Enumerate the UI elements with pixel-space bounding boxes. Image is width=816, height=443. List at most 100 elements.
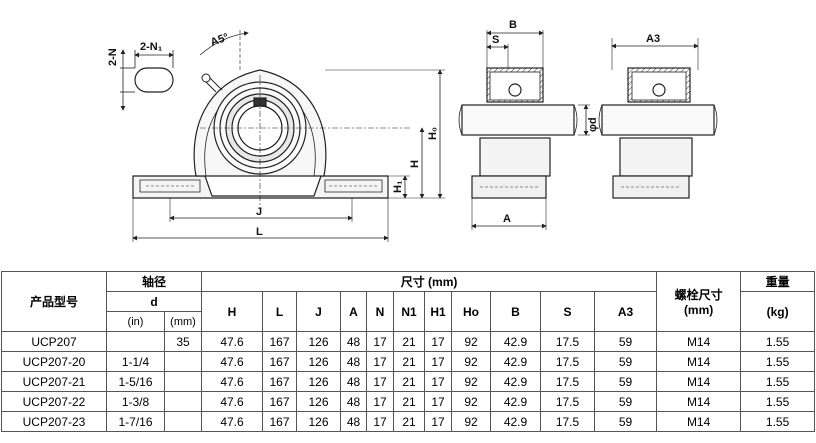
cell-weight: 1.55: [740, 411, 816, 432]
cell-mm: [163, 391, 203, 412]
cell-dim: 17: [366, 391, 395, 412]
cell-dim: 42.9: [490, 411, 542, 432]
cell-model: UCP207: [1, 331, 107, 352]
cell-mm: 35: [163, 331, 203, 352]
cell-bolt: M14: [656, 411, 742, 432]
th-dims: 尺寸 (mm): [201, 271, 658, 292]
th-weight: 重量: [740, 271, 816, 292]
cell-dim: 17: [366, 331, 395, 352]
th-weight-unit: (kg): [740, 291, 816, 332]
cell-dim: 48: [340, 331, 368, 352]
cell-dim: 59: [594, 391, 658, 412]
cell-dim: 21: [393, 411, 426, 432]
cell-dim: 42.9: [490, 391, 542, 412]
label-2n1: 2-N₁: [140, 41, 163, 53]
cell-dim: 92: [451, 351, 492, 372]
cell-dim: 17.5: [540, 411, 596, 432]
front-view: [120, 30, 445, 242]
cell-dim: 48: [340, 391, 368, 412]
cell-dim: 17: [424, 351, 453, 372]
side-shaft-2: [601, 104, 715, 136]
cell-dim: 21: [393, 371, 426, 392]
th-model: 产品型号: [1, 271, 107, 332]
cell-dim: 167: [262, 411, 298, 432]
cell-bolt: M14: [656, 371, 742, 392]
cell-dim: 42.9: [490, 371, 542, 392]
cell-dim: 167: [262, 331, 298, 352]
label-s: S: [492, 34, 499, 46]
cell-dim: 47.6: [201, 411, 264, 432]
cell-dim: 47.6: [201, 351, 264, 372]
cell-in: 1-5/16: [106, 371, 165, 392]
cell-dim: 59: [594, 351, 658, 372]
cell-weight: 1.55: [740, 371, 816, 392]
cell-dim: 167: [262, 391, 298, 412]
cell-in: [106, 331, 165, 352]
th-in: (in): [106, 311, 165, 332]
cell-dim: 47.6: [201, 331, 264, 352]
th-col-h1: H1: [424, 291, 453, 332]
th-col-j: J: [296, 291, 342, 332]
cell-model: UCP207-23: [1, 411, 107, 432]
label-a5: A5°: [209, 31, 230, 49]
cell-dim: 48: [340, 371, 368, 392]
cell-mm: [163, 411, 203, 432]
th-bolt-unit: (mm): [683, 303, 714, 317]
cell-dim: 17: [366, 371, 395, 392]
cell-dim: 126: [296, 411, 342, 432]
cell-dim: 59: [594, 371, 658, 392]
cell-dim: 42.9: [490, 351, 542, 372]
spec-table: 产品型号 轴径 尺寸 (mm) 螺栓尺寸 (mm) 重量 d H L J A N…: [1, 271, 816, 432]
cell-weight: 1.55: [740, 351, 816, 372]
th-col-l: L: [262, 291, 298, 332]
cell-dim: 17: [424, 331, 453, 352]
label-j: J: [256, 206, 262, 218]
cell-bolt: M14: [656, 331, 742, 352]
cell-dim: 42.9: [490, 331, 542, 352]
cell-dim: 126: [296, 351, 342, 372]
cell-dim: 17: [366, 411, 395, 432]
cell-dim: 17: [366, 351, 395, 372]
th-d: d: [105, 291, 203, 312]
cell-dim: 21: [393, 351, 426, 372]
cell-dim: 48: [340, 411, 368, 432]
cell-dim: 47.6: [201, 371, 264, 392]
cell-in: 1-7/16: [106, 411, 165, 432]
th-bolt: 螺栓尺寸 (mm): [656, 271, 742, 332]
th-col-h: H: [201, 291, 264, 332]
cell-dim: 92: [451, 391, 492, 412]
cell-mm: [163, 371, 203, 392]
cell-model: UCP207-22: [1, 391, 107, 412]
cell-model: UCP207-21: [1, 371, 107, 392]
th-bolt-label: 螺栓尺寸: [674, 288, 723, 302]
th-col-b: B: [490, 291, 542, 332]
cell-dim: 17: [424, 371, 453, 392]
th-col-n1: N1: [393, 291, 426, 332]
cell-model: UCP207-20: [1, 351, 107, 372]
slot-detail: [134, 67, 174, 93]
side-shaft: [461, 104, 575, 136]
cell-mm: [163, 351, 203, 372]
label-h0: H₀: [427, 127, 439, 140]
side-view-a3: [598, 38, 718, 199]
label-d: φd: [587, 117, 599, 132]
cell-dim: 167: [262, 371, 298, 392]
cell-dim: 92: [451, 411, 492, 432]
base-plate: [132, 175, 389, 199]
th-col-a3: A3: [594, 291, 658, 332]
grease-nipple: [201, 73, 223, 93]
th-col-n: N: [366, 291, 395, 332]
th-shaft: 轴径: [105, 271, 203, 292]
cell-dim: 59: [594, 331, 658, 352]
cell-dim: 21: [393, 391, 426, 412]
cell-dim: 17: [424, 411, 453, 432]
cell-in: 1-1/4: [106, 351, 165, 372]
cell-dim: 126: [296, 331, 342, 352]
cell-in: 1-3/8: [106, 391, 165, 412]
cell-weight: 1.55: [740, 331, 816, 352]
label-2n: 2-N: [107, 48, 119, 66]
